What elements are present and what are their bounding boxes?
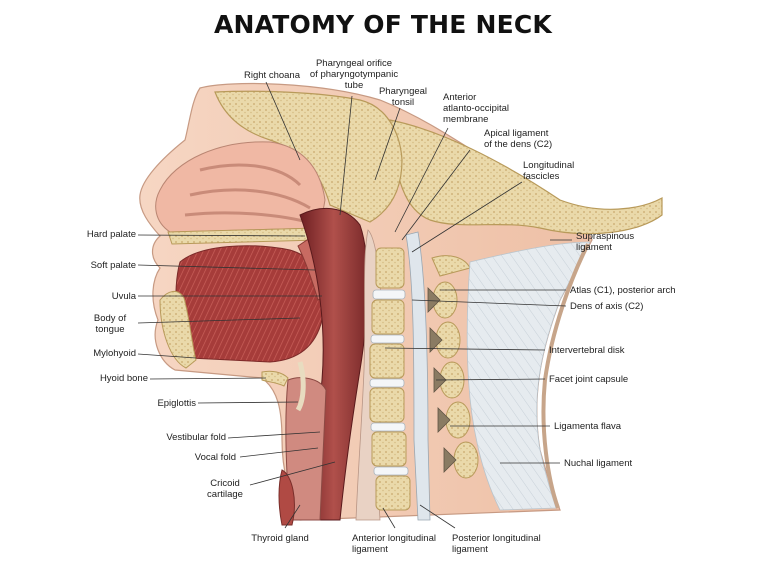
label-anterior-longitudinal-ligament: Anterior longitudinal ligament	[352, 533, 436, 555]
label-thyroid-gland: Thyroid gland	[251, 533, 309, 544]
label-facet-joint-capsule: Facet joint capsule	[549, 374, 629, 385]
label-pharyngeal-tonsil: Pharyngeal tonsil	[378, 86, 428, 108]
label-epiglottis: Epiglottis	[157, 398, 196, 409]
label-vocal-fold: Vocal fold	[194, 452, 236, 463]
sphenoid-bone	[214, 90, 403, 223]
label-anterior-atlanto-occipital-membrane: Anterior atlanto-occipital membrane	[443, 92, 510, 125]
vertebral-bodies	[369, 247, 411, 511]
label-cricoid-cartilage: Cricoid cartilage	[207, 478, 243, 500]
tongue-shape	[175, 245, 325, 363]
label-supraspinous-ligament: Supraspinous ligament	[576, 231, 635, 253]
label-posterior-longitudinal-ligament: Posterior longitudinal ligament	[452, 533, 541, 555]
label-vestibular-fold: Vestibular fold	[166, 432, 226, 443]
label-nuchal-ligament: Nuchal ligament	[564, 458, 633, 469]
intervertebral-disks	[369, 289, 409, 476]
label-longitudinal-fascicles: Longitudinal fascicles	[523, 160, 575, 182]
supraspinous-ligament-shape	[541, 243, 590, 509]
page-title: ANATOMY OF THE NECK	[214, 10, 552, 39]
label-pharyngeal-orifice: Pharyngeal orifice of pharyngotympanic t…	[309, 58, 399, 91]
label-hyoid-bone: Hyoid bone	[99, 373, 148, 384]
label-intervertebral-disk: Intervertebral disk	[549, 345, 625, 356]
hyoid-shape	[261, 370, 289, 387]
label-uvula: Uvula	[111, 291, 136, 302]
label-dens-of-axis: Dens of axis (C2)	[570, 301, 644, 312]
mandible	[159, 291, 197, 369]
nuchal-ligament-region	[466, 241, 591, 511]
label-right-choana: Right choana	[244, 70, 300, 81]
label-apical-ligament: Apical ligament of the dens (C2)	[484, 128, 553, 150]
label-soft-palate: Soft palate	[90, 260, 136, 271]
leader-lines	[137, 81, 572, 529]
epiglottis-shape	[295, 361, 306, 412]
label-atlas-posterior-arch: Atlas (C1), posterior arch	[570, 285, 676, 296]
occipital-bone	[389, 119, 663, 235]
label-ligamenta-flava: Ligamenta flava	[554, 421, 622, 432]
label-body-of-tongue: Body of tongue	[93, 313, 127, 335]
spinal-canal	[405, 231, 431, 521]
nasal-cavity	[155, 141, 326, 233]
label-mylohyoid: Mylohyoid	[93, 348, 136, 359]
label-hard-palate: Hard palate	[86, 229, 136, 240]
facet-capsules	[427, 287, 457, 473]
